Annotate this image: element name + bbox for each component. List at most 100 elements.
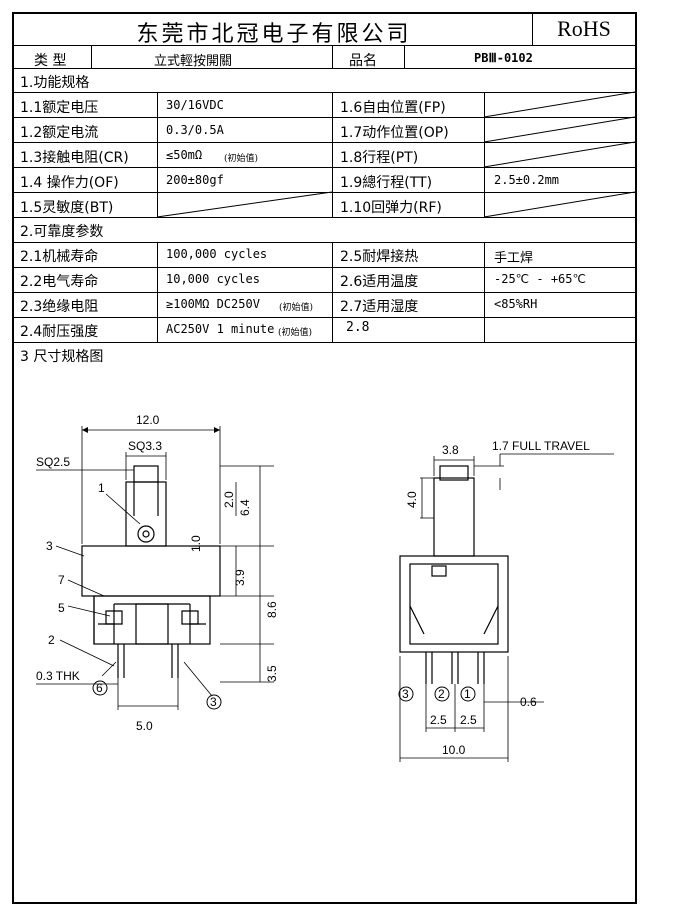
spec-value: AC250V 1 minute bbox=[166, 322, 275, 336]
spec-value: 2.5±0.2mm bbox=[494, 173, 560, 187]
divider bbox=[404, 45, 405, 68]
leader-line bbox=[55, 545, 85, 557]
dim-label: 1.0 bbox=[189, 535, 203, 552]
spec-label: 2.7适用湿度 bbox=[340, 299, 419, 315]
spec-label: 1.7动作位置(OP) bbox=[340, 125, 449, 141]
dim-label: SQ2.5 bbox=[36, 455, 70, 469]
spec-note: (初始值) bbox=[278, 328, 313, 338]
spec-value: <85%RH bbox=[494, 297, 538, 311]
divider bbox=[14, 342, 635, 343]
divider bbox=[14, 117, 635, 118]
spec-label: 1.5灵敏度(BT) bbox=[20, 200, 114, 216]
divider bbox=[14, 292, 635, 293]
dimension-line bbox=[420, 477, 434, 519]
spec-label: 1.8行程(PT) bbox=[340, 150, 419, 166]
spec-label: 1.9總行程(TT) bbox=[340, 175, 433, 191]
callout-number: 1 bbox=[98, 481, 105, 495]
dim-label: 3.8 bbox=[442, 443, 459, 457]
pin-number: 2 bbox=[438, 687, 445, 701]
dim-label: 3.5 bbox=[265, 665, 279, 682]
extension-lines bbox=[117, 678, 179, 710]
spec-value: 0.3/0.5A bbox=[166, 123, 224, 137]
spec-label: 2.3绝缘电阻 bbox=[20, 299, 99, 315]
dim-label: 12.0 bbox=[136, 413, 160, 427]
plunger bbox=[433, 477, 475, 557]
spec-label: 1.3接触电阻(CR) bbox=[20, 150, 129, 166]
slash bbox=[483, 116, 635, 143]
callout-number: 7 bbox=[58, 573, 65, 587]
spec-value: 手工焊 bbox=[494, 251, 534, 266]
dim-label: 0.6 bbox=[520, 695, 537, 709]
name-value: PBⅢ-0102 bbox=[474, 51, 533, 65]
spec-note: (初始值) bbox=[224, 154, 259, 164]
dim-label: 1.7 FULL TRAVEL bbox=[492, 439, 590, 453]
plunger-circle bbox=[137, 525, 155, 543]
switch-inner bbox=[409, 563, 499, 645]
spec-value: -25℃ - +65℃ bbox=[494, 272, 586, 286]
section-3-title: 3 尺寸规格图 bbox=[20, 349, 104, 365]
pin-number: 3 bbox=[402, 687, 409, 701]
divider bbox=[14, 192, 635, 193]
plunger-cap bbox=[133, 465, 159, 483]
divider bbox=[14, 317, 635, 318]
contact-blocks bbox=[105, 610, 199, 625]
switch-body bbox=[81, 545, 221, 597]
divider bbox=[91, 45, 92, 68]
spec-label: 1.4 操作力(OF) bbox=[20, 175, 119, 191]
company-title: 东莞市北冠电子有限公司 bbox=[136, 22, 412, 47]
leader-line bbox=[59, 639, 115, 667]
callout-circle bbox=[206, 694, 222, 710]
divider bbox=[484, 92, 485, 217]
spec-label: 2.8 bbox=[346, 320, 370, 335]
dimension-drawing: 12.0 SQ3.3 SQ2.5 6.4 2.0 1.0 3.9 8.6 3.5… bbox=[36, 413, 614, 762]
dim-label: 2.5 bbox=[460, 713, 477, 727]
empty-cell-slashes bbox=[156, 91, 635, 218]
pins bbox=[117, 644, 179, 678]
divider bbox=[14, 45, 635, 46]
leader-line bbox=[105, 493, 141, 525]
plunger-cap bbox=[439, 465, 469, 481]
spec-label: 1.2额定电流 bbox=[20, 125, 99, 141]
name-label: 品名 bbox=[349, 53, 377, 69]
spec-label: 2.1机械寿命 bbox=[20, 249, 99, 265]
leader-line bbox=[183, 661, 213, 697]
callout-number: 3 bbox=[210, 695, 217, 709]
dim-label: 3.9 bbox=[233, 569, 247, 586]
divider bbox=[14, 217, 635, 218]
spec-label: 1.10回弹力(RF) bbox=[340, 200, 442, 216]
extension-lines bbox=[220, 465, 274, 683]
section-1-title: 1.功能规格 bbox=[20, 75, 90, 91]
type-label: 类 型 bbox=[34, 53, 67, 69]
divider bbox=[14, 92, 635, 93]
slash bbox=[156, 191, 333, 218]
leader-line bbox=[67, 605, 111, 617]
left-view bbox=[36, 426, 274, 710]
spec-label: 2.4耐压强度 bbox=[20, 324, 99, 340]
type-value: 立式輕按開關 bbox=[154, 54, 233, 69]
spec-label: 2.2电气寿命 bbox=[20, 274, 99, 290]
pin-number: 1 bbox=[464, 687, 471, 701]
leader-line bbox=[101, 661, 117, 677]
pins bbox=[425, 652, 485, 684]
extension-lines bbox=[425, 684, 485, 732]
pin-circle bbox=[434, 686, 450, 702]
dimension-line bbox=[474, 453, 614, 490]
switch-body bbox=[399, 555, 509, 653]
plunger-lines bbox=[133, 482, 159, 516]
divider bbox=[157, 242, 158, 342]
rohs-mark: RoHS bbox=[557, 16, 611, 41]
section-2-title: 2.可靠度参数 bbox=[20, 224, 104, 240]
spec-label: 2.6适用温度 bbox=[340, 274, 419, 290]
divider bbox=[532, 14, 533, 46]
spec-note: (初始值) bbox=[279, 303, 314, 313]
dim-label: 4.0 bbox=[405, 491, 419, 508]
dim-label: 10.0 bbox=[442, 743, 466, 757]
indicator bbox=[431, 565, 447, 577]
divider bbox=[14, 242, 635, 243]
callout-circle bbox=[92, 680, 108, 696]
extension-lines bbox=[399, 656, 509, 762]
slash bbox=[483, 191, 635, 218]
dim-label: 8.6 bbox=[265, 601, 279, 618]
divider bbox=[332, 45, 333, 68]
callout-number: 5 bbox=[58, 601, 65, 615]
